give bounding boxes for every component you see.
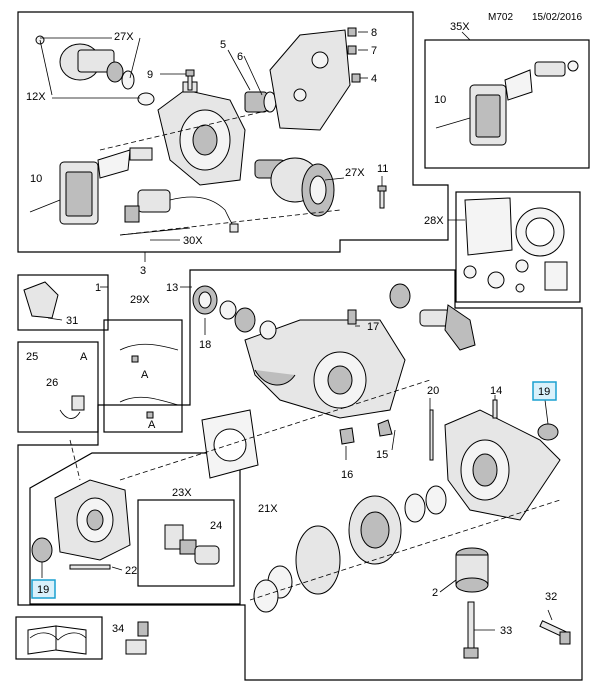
callout-13[interactable]: 13 bbox=[166, 282, 178, 294]
callout-9[interactable]: 9 bbox=[147, 69, 153, 81]
callout-35x[interactable]: 35X bbox=[450, 21, 470, 33]
callout-11[interactable]: 11 bbox=[377, 163, 388, 175]
pinion-gear bbox=[389, 283, 476, 351]
callout-a-upper[interactable]: A bbox=[141, 369, 149, 381]
bolt-11 bbox=[377, 185, 387, 209]
differential bbox=[253, 485, 447, 613]
callout-12x[interactable]: 12X bbox=[26, 91, 46, 103]
pinion-shaft bbox=[244, 91, 277, 113]
bearings-18 bbox=[192, 285, 277, 340]
group-25-frame bbox=[17, 341, 99, 433]
callout-32[interactable]: 32 bbox=[545, 591, 557, 603]
callout-a-box[interactable]: A bbox=[80, 351, 88, 363]
diagram-code: M702 bbox=[488, 12, 513, 23]
callout-19-highlight-left[interactable] bbox=[31, 579, 56, 599]
callout-10-right[interactable]: 10 bbox=[434, 94, 446, 106]
group-35x-frame bbox=[424, 39, 590, 169]
group-29x-frame bbox=[103, 319, 183, 433]
callout-17[interactable]: 17 bbox=[367, 321, 379, 333]
callout-29x[interactable]: 29X bbox=[130, 294, 150, 306]
group-21x-frame bbox=[29, 452, 241, 605]
callout-16[interactable]: 16 bbox=[341, 469, 353, 481]
callout-24[interactable]: 24 bbox=[210, 520, 222, 532]
callout-19-right[interactable]: 19 bbox=[538, 386, 550, 398]
shaft-22 bbox=[69, 564, 111, 570]
rear-cover bbox=[269, 29, 351, 131]
callout-34[interactable]: 34 bbox=[112, 623, 124, 635]
callout-31[interactable]: 31 bbox=[66, 315, 78, 327]
output-housing bbox=[31, 479, 131, 563]
group-28x-gaskets bbox=[448, 197, 568, 293]
gasket-large bbox=[201, 409, 259, 479]
callout-20[interactable]: 20 bbox=[427, 385, 439, 397]
callout-5[interactable]: 5 bbox=[220, 39, 226, 51]
callout-7[interactable]: 7 bbox=[371, 45, 377, 57]
group-28x-frame bbox=[455, 191, 581, 303]
bracket-31 bbox=[23, 281, 63, 321]
manual-icon-frame bbox=[15, 616, 103, 660]
callout-a-lower[interactable]: A bbox=[148, 419, 156, 431]
bolts-7-8 bbox=[347, 27, 361, 83]
center-housing bbox=[244, 309, 406, 419]
callout-27x-right[interactable]: 27X bbox=[345, 167, 365, 179]
tool-34 bbox=[125, 621, 149, 655]
bolt-33 bbox=[463, 601, 479, 659]
rear-housing-19 bbox=[444, 409, 561, 521]
front-cover bbox=[35, 35, 155, 106]
bolt-32 bbox=[539, 620, 571, 645]
input-shaft-bearing bbox=[254, 157, 335, 217]
callout-22[interactable]: 22 bbox=[125, 565, 137, 577]
callout-30x[interactable]: 30X bbox=[183, 235, 203, 247]
callout-4[interactable]: 4 bbox=[371, 73, 377, 85]
callout-2[interactable]: 2 bbox=[432, 587, 438, 599]
callout-26[interactable]: 26 bbox=[46, 377, 58, 389]
callout-28x[interactable]: 28X bbox=[424, 215, 444, 227]
group-3-frame bbox=[17, 11, 449, 253]
main-leaders bbox=[41, 286, 561, 631]
callout-19-left[interactable]: 19 bbox=[37, 584, 49, 596]
callout-25[interactable]: 25 bbox=[26, 351, 38, 363]
callout-21x[interactable]: 21X bbox=[258, 503, 278, 515]
callout-6[interactable]: 6 bbox=[237, 51, 243, 63]
group-3-leaders bbox=[39, 31, 383, 262]
group-23x-frame bbox=[137, 499, 235, 587]
callout-33[interactable]: 33 bbox=[500, 625, 512, 637]
callout-15[interactable]: 15 bbox=[376, 449, 388, 461]
group-31-frame bbox=[17, 274, 109, 331]
callout-27x-top[interactable]: 27X bbox=[114, 31, 134, 43]
callout-18[interactable]: 18 bbox=[199, 339, 211, 351]
group-35x-parts bbox=[435, 31, 579, 146]
diagram-date: 15/02/2016 bbox=[532, 12, 582, 23]
callout-8[interactable]: 8 bbox=[371, 27, 377, 39]
actuator-motor bbox=[29, 161, 99, 225]
mount-2 bbox=[455, 547, 489, 593]
group-29x-lines bbox=[119, 343, 179, 419]
callout-23x[interactable]: 23X bbox=[172, 487, 192, 499]
callout-19-highlight-right[interactable] bbox=[532, 381, 557, 401]
open-book-wrench-icon bbox=[27, 625, 87, 655]
callout-14[interactable]: 14 bbox=[490, 385, 502, 397]
callout-1[interactable]: 1 bbox=[95, 282, 101, 294]
bolt-9 bbox=[185, 69, 195, 91]
solenoid-23x bbox=[164, 524, 220, 565]
plug-15-16 bbox=[339, 419, 393, 445]
callout-10-left[interactable]: 10 bbox=[30, 173, 42, 185]
small-gasket bbox=[97, 147, 153, 179]
spring-26 bbox=[59, 395, 85, 419]
callout-3[interactable]: 3 bbox=[140, 265, 146, 277]
